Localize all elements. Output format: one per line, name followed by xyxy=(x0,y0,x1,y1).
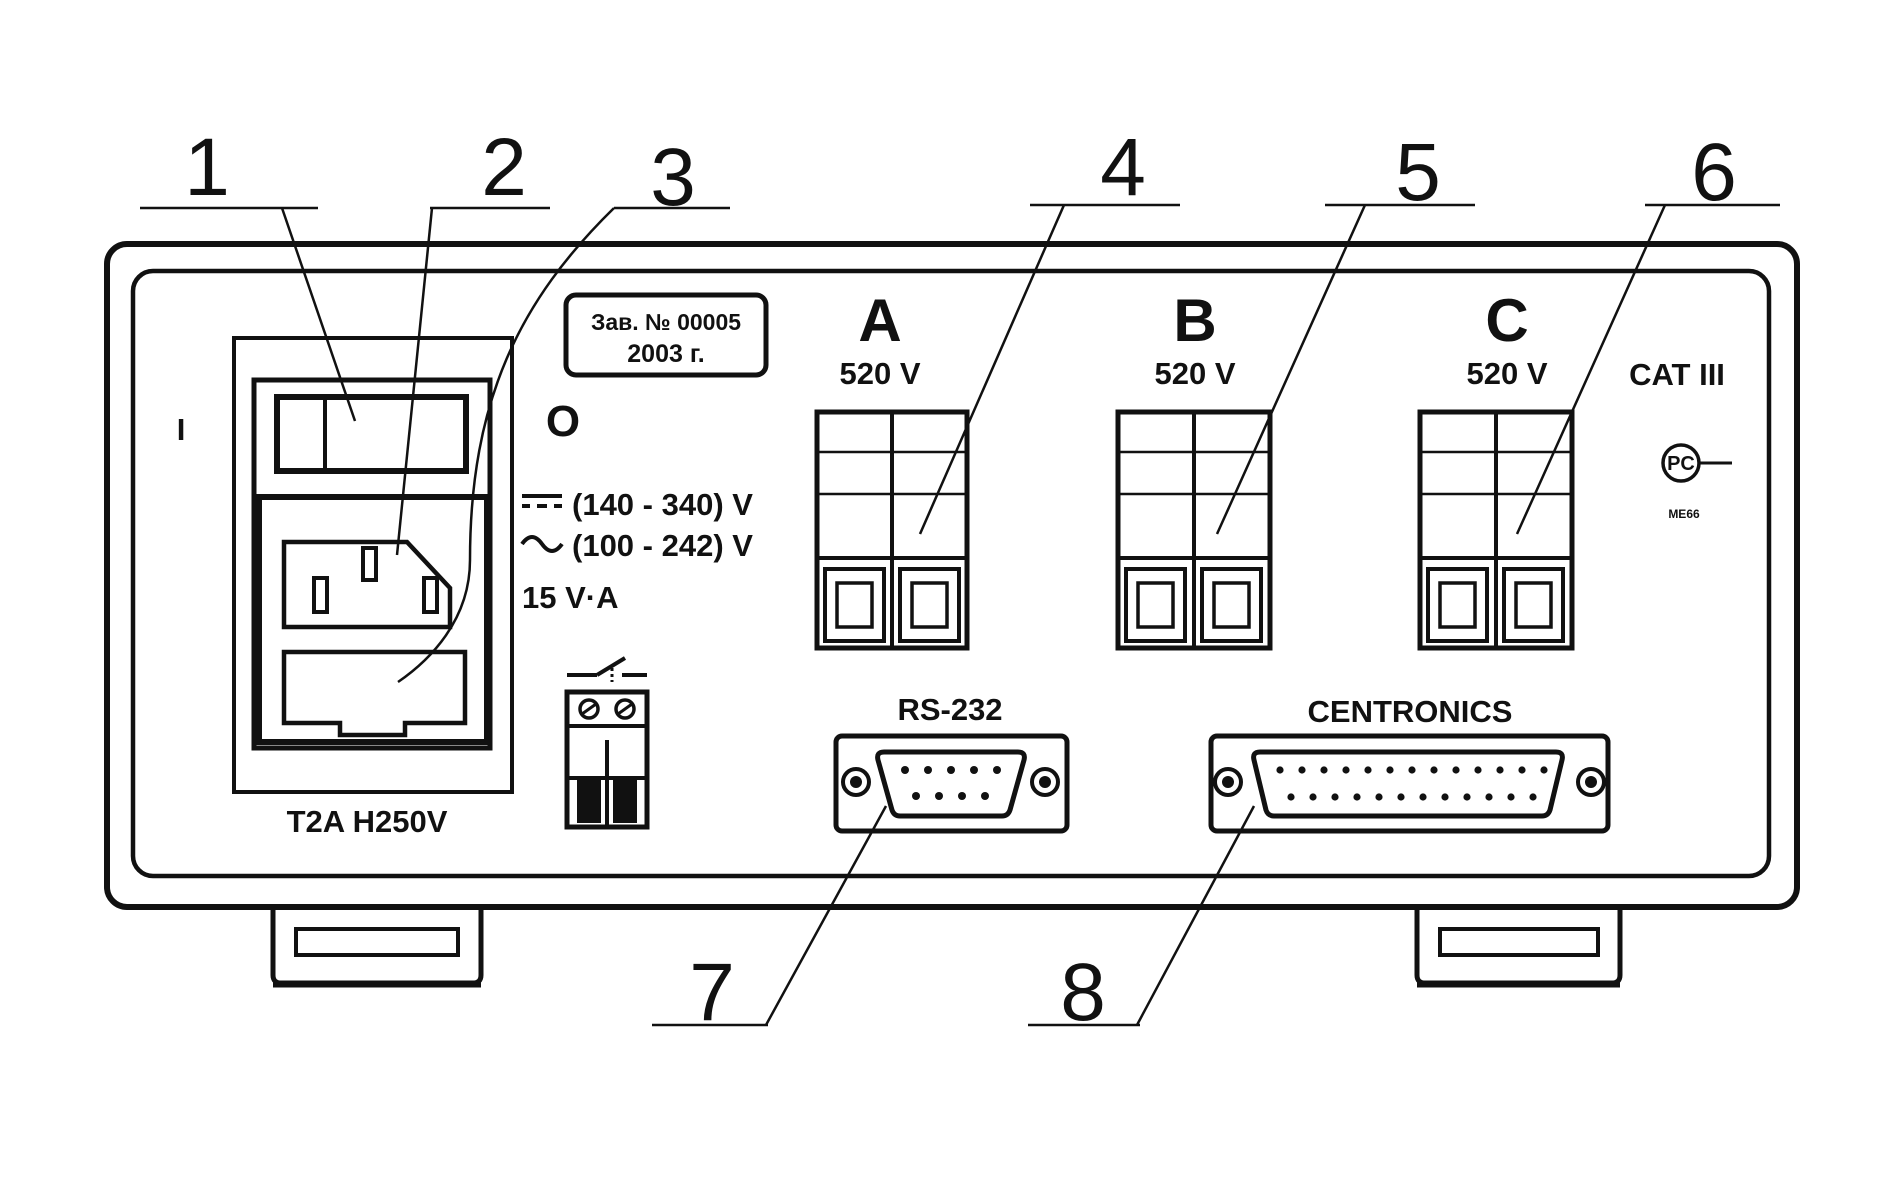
device-foot-left xyxy=(270,907,484,988)
iec-power-inlet[interactable] xyxy=(281,539,453,630)
callout-5: 5 xyxy=(1395,127,1441,218)
callout-numbers: 1 2 3 4 5 6 7 8 xyxy=(184,122,1737,1038)
callout-7: 7 xyxy=(689,947,735,1038)
phase-a-terminal[interactable] xyxy=(814,409,970,651)
certification-mark-icon: PC МЕ66 xyxy=(1661,443,1732,521)
svg-text:МЕ66: МЕ66 xyxy=(1668,507,1700,521)
ac-symbol-icon xyxy=(520,535,564,553)
phase-letter: B xyxy=(1173,287,1216,354)
device-enclosure xyxy=(104,241,1800,910)
callout-2: 2 xyxy=(481,122,527,213)
svg-text:PC: PC xyxy=(1667,453,1695,475)
power-entry-module xyxy=(232,336,514,794)
phase-voltage: 520 V xyxy=(839,356,920,391)
phase-voltage: 520 V xyxy=(1154,356,1235,391)
dc-voltage-range: (140 - 340) V xyxy=(572,487,753,522)
serial-number-plate: Зав. № 00005 2003 г. xyxy=(563,292,769,378)
measurement-category-label: CAT III xyxy=(1629,357,1725,392)
ac-voltage-range: (100 - 242) V xyxy=(572,528,753,563)
rs232-port[interactable] xyxy=(833,733,1070,834)
callout-8: 8 xyxy=(1060,947,1106,1038)
switch-off-symbol: O xyxy=(546,397,580,446)
phase-b-terminal[interactable] xyxy=(1115,409,1273,651)
callout-1: 1 xyxy=(184,122,230,213)
centronics-port[interactable] xyxy=(1208,733,1611,834)
callout-4: 4 xyxy=(1100,122,1146,213)
phase-voltage: 520 V xyxy=(1466,356,1547,391)
dc-symbol-icon xyxy=(522,494,562,508)
callout-3: 3 xyxy=(650,132,696,223)
relay-output-terminal[interactable] xyxy=(564,689,650,830)
power-switch[interactable] xyxy=(274,394,469,474)
rs232-label: RS-232 xyxy=(897,692,1002,727)
manufacture-year-line: 2003 г. xyxy=(627,340,704,368)
switch-on-symbol: I xyxy=(177,412,186,447)
phase-a-group: A 520 V xyxy=(839,287,920,391)
phase-c-terminal[interactable] xyxy=(1417,409,1575,651)
fuse-holder[interactable] xyxy=(281,649,468,738)
serial-number-line: Зав. № 00005 xyxy=(591,309,741,335)
fuse-rating-label: T2A H250V xyxy=(287,804,448,839)
callout-6: 6 xyxy=(1691,127,1737,218)
phase-letter: C xyxy=(1485,287,1528,354)
power-consumption-label: 15 V·A xyxy=(522,580,618,615)
phase-b-group: B 520 V xyxy=(1154,287,1235,391)
leader-lines xyxy=(140,203,1780,1027)
relay-contact-icon xyxy=(567,656,647,682)
centronics-label: CENTRONICS xyxy=(1308,694,1513,729)
phase-letter: A xyxy=(858,287,901,354)
device-foot-right xyxy=(1414,907,1623,988)
phase-c-group: C 520 V xyxy=(1466,287,1547,391)
